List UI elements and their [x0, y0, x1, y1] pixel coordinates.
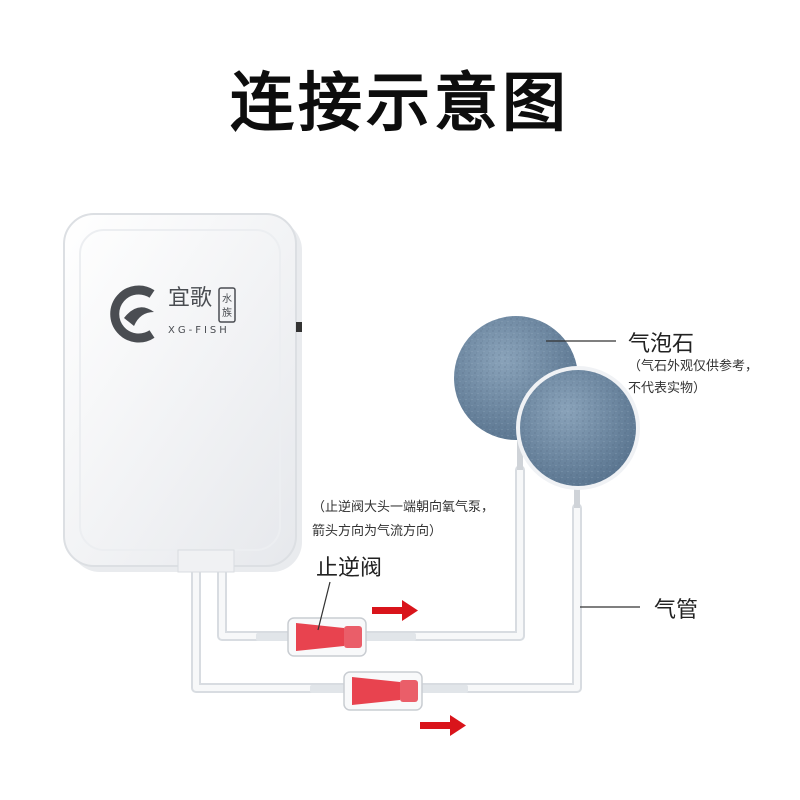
brand-tag-line2: 族	[222, 306, 232, 319]
check-valve-label: 止逆阀	[316, 556, 383, 581]
check-valve-leader	[317, 581, 331, 631]
air-pump: 宜歌 水 族 XG-FISH	[63, 213, 302, 573]
brand-name-en: XG-FISH	[168, 325, 230, 336]
air-stone-note-line2: 不代表实物）	[628, 381, 707, 396]
brand-name-cn: 宜歌	[168, 286, 212, 311]
airflow-arrow-icon	[420, 715, 466, 736]
brand-logo-icon	[110, 285, 155, 343]
air-tube-label: 气管	[654, 598, 699, 623]
check-valve-upper	[256, 617, 416, 657]
brand-tag-line1: 水	[222, 293, 232, 305]
air-stone-label: 气泡石	[628, 332, 695, 357]
air-stone-note-line1: （气石外观仅供参考，	[628, 359, 759, 374]
check-valve-note-line1: （止逆阀大头一端朝向氧气泵，	[312, 500, 495, 515]
check-valve-note-line2: 箭头方向为气流方向）	[312, 524, 443, 539]
page-title: 连接示意图	[230, 67, 570, 141]
airflow-arrow-icon	[372, 600, 418, 621]
air-stones	[454, 316, 640, 508]
check-valve-lower	[310, 671, 468, 711]
